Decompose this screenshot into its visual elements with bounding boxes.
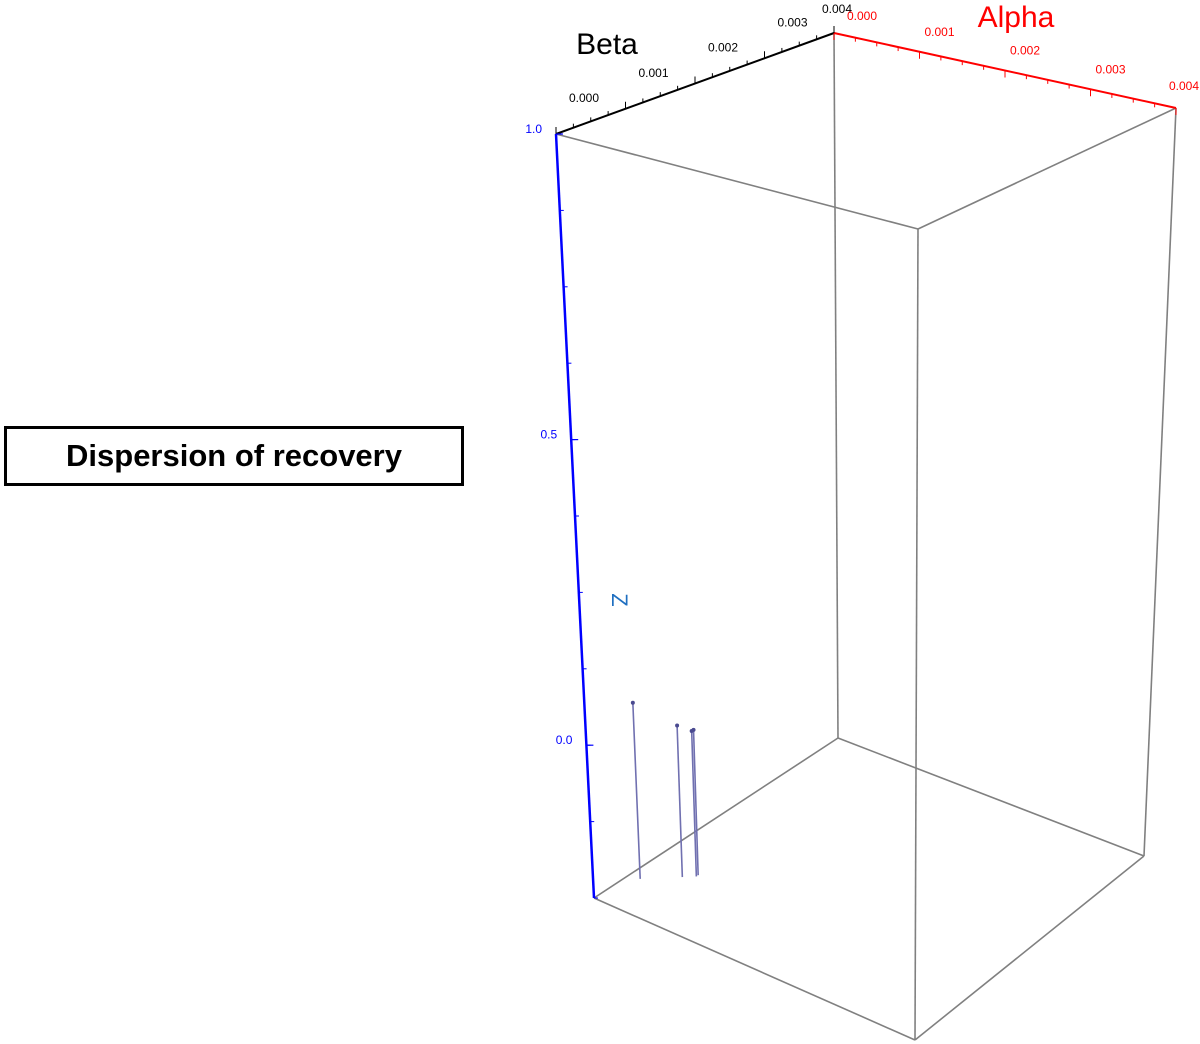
box-edge-top-right	[917, 107, 1177, 230]
z-tick-label: 0.0	[556, 733, 573, 747]
data-trace	[692, 729, 699, 876]
box-edge-bottom-side	[914, 855, 1145, 1041]
beta-tick-label: 0.000	[569, 91, 599, 105]
box-edge-right-vertical	[1143, 107, 1177, 857]
beta-tick-label: 0.001	[638, 66, 668, 80]
data-point	[675, 723, 680, 728]
alpha-tick-label: 0.000	[847, 9, 877, 23]
alpha-tick-label: 0.004	[1169, 79, 1199, 93]
box-edge-top-front	[555, 133, 919, 230]
data-point	[630, 700, 635, 705]
data-trace	[676, 725, 684, 878]
box-edge-front-vertical	[914, 228, 919, 1041]
data-point	[691, 727, 696, 732]
data-trace	[690, 730, 698, 877]
alpha-axis-title: Alpha	[978, 1, 1055, 34]
box-edge-bottom-front	[593, 897, 916, 1041]
box-edge-back-vertical	[833, 32, 839, 739]
beta-tick-label: 0.002	[708, 41, 738, 55]
beta-tick-label: 0.004	[822, 2, 852, 16]
beta-tick-label: 0.003	[777, 15, 807, 29]
z-tick-label: 0.5	[541, 428, 558, 442]
box-edge-bottom-back	[593, 737, 839, 899]
alpha-tick-label: 0.003	[1095, 62, 1125, 76]
alpha-tick-label: 0.002	[1010, 44, 1040, 58]
data-trace	[632, 702, 642, 879]
dispersion-label-box: Dispersion of recovery	[4, 426, 464, 486]
dispersion-label-text: Dispersion of recovery	[66, 438, 402, 473]
z-axis-title: Z	[607, 593, 632, 606]
box-edge-bottom-right	[837, 737, 1145, 857]
beta-axis-title: Beta	[576, 28, 638, 61]
alpha-tick-label: 0.001	[924, 25, 954, 39]
z-tick-label: 1.0	[525, 122, 542, 136]
